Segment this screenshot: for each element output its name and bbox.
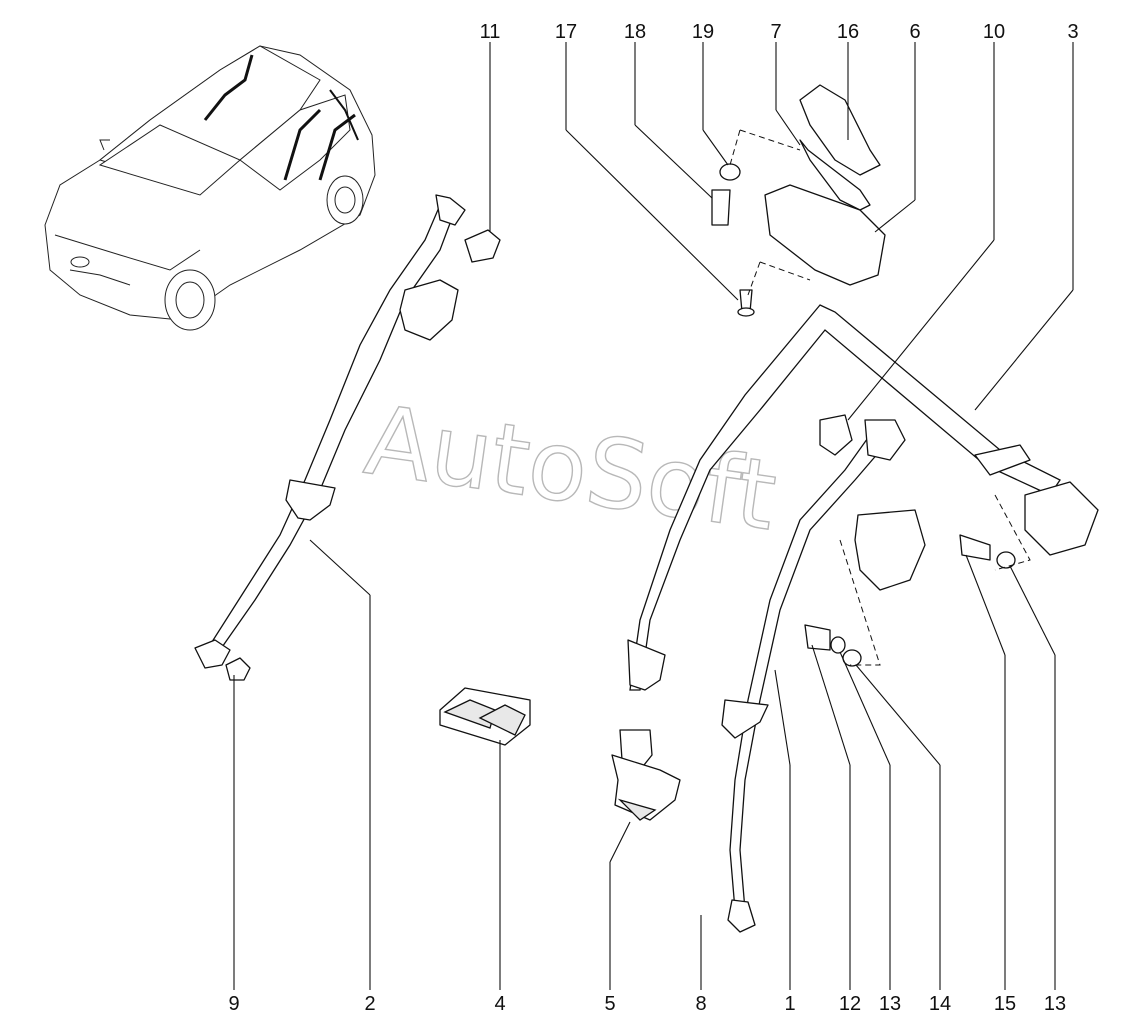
callout-label: 2 [364, 993, 375, 1015]
part-3-seat-belt-center [627, 304, 1099, 691]
callout-label: 3 [1067, 21, 1078, 43]
callout-label: 18 [624, 21, 646, 43]
leader-lines [233, 42, 1074, 990]
callout-label: 14 [929, 993, 951, 1015]
upper-anchor-assembly [711, 84, 886, 317]
callout-label: 19 [692, 21, 714, 43]
callouts-top: 11 17 18 19 7 16 6 10 3 [480, 21, 1079, 43]
callout-label: 16 [837, 21, 859, 43]
assembly-dashes [729, 129, 1031, 666]
callout-label: 4 [494, 993, 505, 1015]
callout-label: 9 [228, 993, 239, 1015]
callout-label: 12 [839, 993, 861, 1015]
part-5-buckle-rear [611, 729, 681, 821]
callout-label: 8 [695, 993, 706, 1015]
callout-label: 10 [983, 21, 1005, 43]
callout-label: 13 [879, 993, 901, 1015]
callout-label: 6 [909, 21, 920, 43]
part-2-seat-belt-left [194, 194, 501, 681]
part-4-buckle-pair [439, 687, 531, 746]
callout-label: 17 [555, 21, 577, 43]
callouts-bottom: 9 2 4 5 8 1 12 13 14 15 13 [228, 993, 1066, 1015]
callout-label: 15 [994, 993, 1016, 1015]
callout-label: 5 [604, 993, 615, 1015]
mounting-bolts [804, 534, 1016, 667]
callout-label: 1 [784, 993, 795, 1015]
callout-label: 13 [1044, 993, 1066, 1015]
part-1-seat-belt-right [721, 414, 926, 933]
watermark: AutoSoft [359, 384, 783, 552]
callout-label: 7 [770, 21, 781, 43]
callout-label: 11 [480, 21, 501, 43]
vehicle-overview-illustration [44, 45, 376, 331]
